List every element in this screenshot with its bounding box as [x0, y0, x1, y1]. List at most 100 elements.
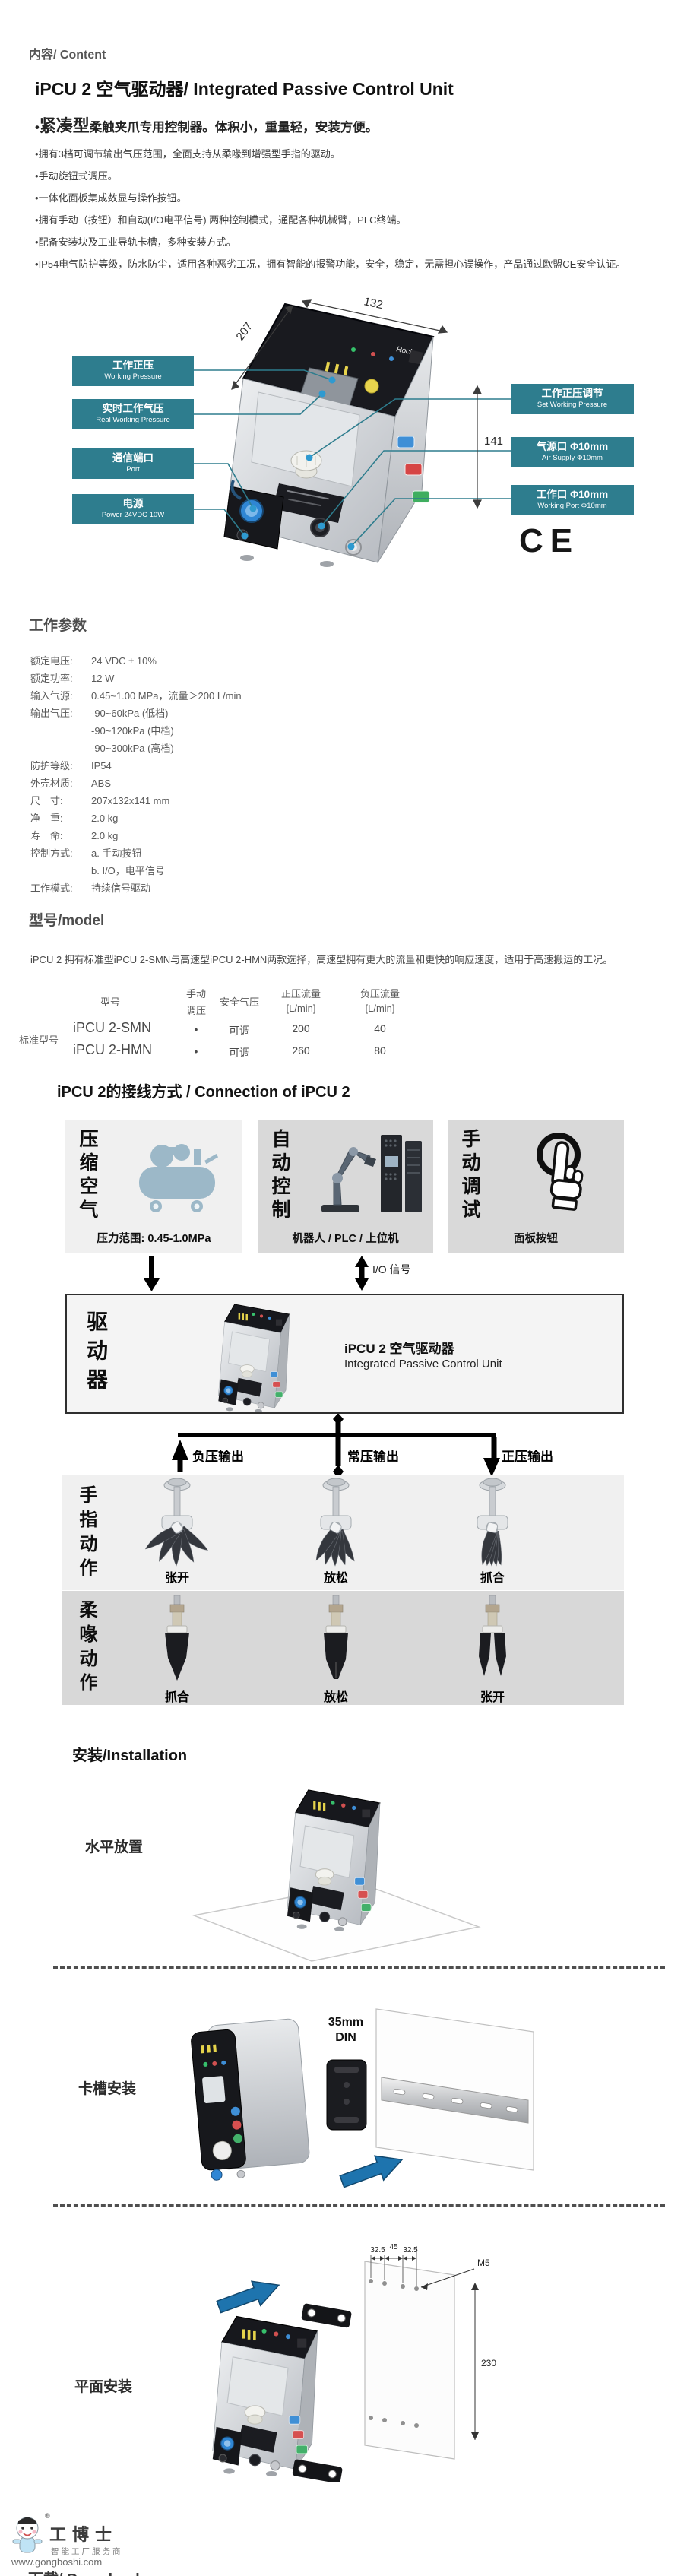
source-box-auto-control: 自动控制: [258, 1120, 433, 1253]
feature-item: •拥有3档可调节输出气压范围，全面支持从柔喙到增强型手指的驱动。: [35, 148, 340, 160]
beak-close-image: [164, 1595, 190, 1681]
driver-device-image: [217, 1304, 290, 1412]
driver-label: 驱动器: [84, 1310, 108, 1397]
installation-heading: 安装/Installation: [72, 1747, 188, 1764]
source-box-manual-debug: 手动调试 面板按钮: [448, 1120, 624, 1253]
finger-state-label: 抓合: [480, 1572, 505, 1585]
spec-row: 寿 命:2.0 kg: [30, 830, 119, 841]
footer-url[interactable]: www.gongboshi.com: [11, 2556, 103, 2568]
spec-row: -90~120kPa (中档): [91, 725, 174, 737]
feature-item: •拥有手动（按钮）和自动(I/O电平信号) 两种控制模式，通配各种机械臂，PLC…: [35, 214, 407, 226]
col-header-negative-flow: 负压流量: [359, 988, 400, 1000]
model-name: iPCU 2-HMN: [73, 1042, 153, 1057]
callout-real-working-pressure: 实时工作气压 Real Working Pressure: [72, 399, 194, 429]
specs-heading: 工作参数: [29, 618, 87, 634]
callout-en: Air Supply Φ10mm: [542, 453, 603, 462]
surface-dim-3: 32.5: [403, 2246, 418, 2254]
installation-section: 安装/Installation 水平放置 卡槽安装: [0, 1743, 684, 2484]
callout-en: Power 24VDC 10W: [101, 510, 165, 519]
col-header-model: 型号: [100, 996, 120, 1008]
negative-flow-value: 40: [374, 1022, 386, 1035]
gripper-relax-image: [312, 1478, 360, 1567]
callout-zh: 通信端口: [112, 452, 154, 464]
callout-air-supply: 气源口 Φ10mm Air Supply Φ10mm: [511, 437, 634, 467]
callout-comm-port: 通信端口 Port: [72, 448, 194, 479]
spec-row: -90~300kPa (高档): [91, 743, 174, 754]
positive-flow-value: 200: [292, 1022, 310, 1035]
mount-direction-arrow: [216, 2280, 280, 2314]
hero-figure: Rochu: [0, 293, 684, 581]
connection-heading: iPCU 2的接线方式 / Connection of iPCU 2: [57, 1084, 350, 1101]
positive-flow-value: 260: [292, 1044, 310, 1057]
output-label-positive: 正压输出: [502, 1450, 553, 1464]
driver-box: 驱动器 iPCU 2 空气驱动器 Integrated Passive Cont…: [65, 1294, 624, 1414]
negative-flow-value: 80: [374, 1044, 386, 1057]
feature-item: •手动旋钮式调压。: [35, 170, 118, 182]
callout-zh: 实时工作气压: [102, 403, 164, 414]
beak-open-image: [478, 1595, 507, 1677]
col-header-positive-flow-unit: [L/min]: [286, 1003, 316, 1014]
source-label: 手动调试: [459, 1129, 480, 1223]
feature-item: •一体化面板集成数显与操作按钮。: [35, 192, 187, 204]
hand-tap-icon: [537, 1133, 584, 1211]
callout-zh: 工作正压调节: [541, 388, 603, 399]
section-divider: [53, 2204, 665, 2207]
manual-dot: •: [194, 1045, 198, 1057]
din-mount-image: 35mm DIN: [191, 2008, 534, 2188]
footer: ® 工博士 智能工厂服务商 www.gongboshi.com 下载/ Down…: [11, 2512, 315, 2576]
model-description: iPCU 2 拥有标准型iPCU 2-SMN与高速型iPCU 2-HMN两款选择…: [30, 954, 613, 965]
din-size-line2: DIN: [335, 2031, 356, 2044]
callout-en: Port: [126, 464, 140, 474]
download-link[interactable]: 下载/ Download: [28, 2567, 140, 2576]
registered-mark: ®: [45, 2512, 50, 2520]
callout-en: Working Port Φ10mm: [537, 501, 607, 510]
source-label: 自动控制: [269, 1129, 290, 1223]
ce-mark: CE: [519, 522, 580, 559]
spec-row: 额定电压:24 VDC ± 10%: [30, 655, 157, 667]
connection-diagram: iPCU 2的接线方式 / Connection of iPCU 2 压缩空气 …: [0, 1079, 684, 1710]
feature-list: •紧凑型柔触夹爪专用控制器。体积小，重量轻，安装方便。 •拥有3档可调节输出气压…: [35, 112, 673, 278]
callout-en: Set Working Pressure: [537, 400, 608, 409]
output-label-neutral: 常压输出: [347, 1450, 399, 1464]
surface-height-label: 230: [481, 2358, 496, 2368]
model-table: 型号 手动 调压 安全气压 正压流量 [L/min] 负压流量 [L/min] …: [0, 981, 684, 1068]
feature-item: •配备安装块及工业导轨卡槽，多种安装方式。: [35, 236, 236, 248]
finger-state-label: 张开: [164, 1572, 189, 1585]
section-divider: [53, 1966, 665, 1969]
feature-lead-rest: 柔触夹爪专用控制器。体积小，重量轻，安装方便。: [89, 121, 378, 135]
feature-item: •IP54电气防护等级，防水防尘，适用各种恶劣工况，拥有智能的报警功能，安全，稳…: [35, 258, 626, 270]
callout-zh: 电源: [122, 498, 144, 509]
spec-row: 工作模式:持续信号驱动: [30, 882, 151, 894]
din-size-line1: 35mm: [328, 2016, 363, 2029]
beak-action-row: 柔喙动作 抓合 放松 张开: [62, 1591, 624, 1705]
beak-state-label: 放松: [323, 1691, 348, 1704]
surface-dim-1: 32.5: [370, 2246, 385, 2254]
driver-name-en: Integrated Passive Control Unit: [344, 1358, 502, 1370]
callout-zh: 工作正压: [112, 360, 154, 371]
col-header-positive-flow: 正压流量: [280, 988, 321, 1000]
row-group-label: 标准型号: [18, 1035, 59, 1046]
manual-dot: •: [194, 1023, 198, 1035]
safety-value: 可调: [229, 1047, 250, 1059]
source-caption: 压力范围: 0.45-1.0MPa: [97, 1233, 211, 1245]
gongboshi-mascot-logo: [12, 2517, 43, 2553]
model-name: iPCU 2-SMN: [73, 1020, 152, 1035]
col-header-manual2: 调压: [185, 1005, 206, 1016]
spec-row: 输入气源:0.45~1.00 MPa，流量＞200 L/min: [30, 690, 242, 702]
specs-list: 额定电压:24 VDC ± 10% 额定功率:12 W 输入气源:0.45~1.…: [30, 652, 669, 897]
source-caption: 面板按钮: [514, 1233, 558, 1245]
dim-height-label: 141: [484, 435, 503, 448]
horizontal-mount-image: [192, 1789, 481, 1962]
finger-row-label: 手指动作: [76, 1485, 97, 1583]
safety-value: 可调: [229, 1025, 250, 1037]
spec-row: 尺 寸:207x132x141 mm: [30, 795, 170, 806]
robot-plc-icon: [321, 1135, 422, 1212]
spec-row: 外壳材质:ABS: [30, 778, 112, 789]
device-illustration: Rochu: [223, 303, 435, 567]
footer-brand: 工博士: [49, 2525, 119, 2544]
beak-state-label: 抓合: [164, 1691, 189, 1704]
gripper-close-image: [477, 1478, 508, 1567]
breadcrumb: 内容/ Content: [29, 49, 106, 62]
finger-state-label: 放松: [323, 1572, 348, 1585]
